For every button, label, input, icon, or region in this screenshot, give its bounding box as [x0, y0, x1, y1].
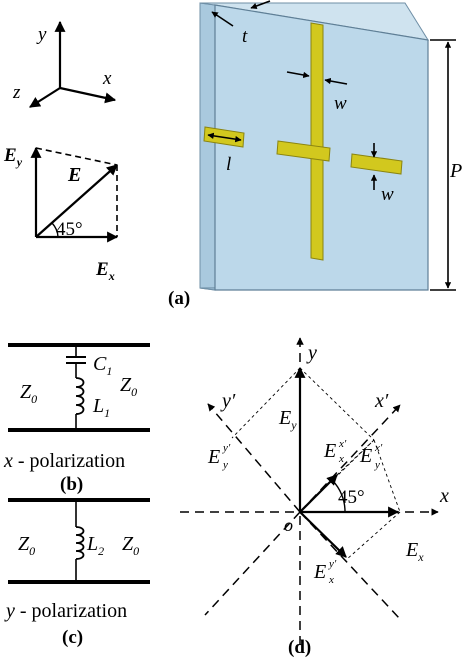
l-label: l — [226, 154, 231, 175]
vertical-strip — [310, 22, 324, 261]
d-eyyp-label: E y′ y — [207, 442, 231, 471]
d-angle-arc — [331, 479, 346, 513]
c-polarization: y - polarization — [4, 600, 127, 622]
d-x-label: x — [439, 485, 449, 507]
panel-c: Z0 L2 Z0 y - polarization (c) — [4, 498, 150, 648]
angle-label: 45° — [56, 219, 83, 240]
t-arrow-right — [250, 0, 271, 10]
caption-a: (a) — [168, 288, 190, 309]
inductor-coil-c — [75, 526, 85, 560]
b-c1: C1 — [93, 353, 112, 378]
d-ex-label: Ex — [405, 539, 424, 564]
svg-text:E: E — [207, 446, 220, 468]
bar-center — [276, 140, 331, 162]
w-top-arrow-left — [286, 71, 310, 79]
c-l-branch — [75, 500, 85, 582]
d-exxp-label: E x′ x — [323, 438, 347, 465]
e-label: E — [67, 164, 81, 186]
svg-text:x: x — [338, 453, 344, 465]
unit-cell-slab — [199, 2, 430, 291]
t-arrow-left — [211, 11, 234, 27]
svg-text:x′: x′ — [374, 442, 383, 454]
d-y-label: y — [306, 342, 317, 364]
d-yprime-label: y′ — [220, 390, 236, 412]
b-z0-left: Z0 — [20, 381, 37, 406]
z-axis-arrow — [29, 87, 61, 108]
ex-label: Ex — [95, 259, 115, 283]
coordinate-axes — [29, 20, 117, 108]
d-exxp-vector — [299, 474, 338, 513]
svg-text:E: E — [313, 561, 326, 583]
angle-arc — [51, 222, 59, 238]
d-vectors — [294, 366, 400, 558]
d-ey-label: Ey — [278, 407, 297, 432]
svg-text:x′: x′ — [338, 438, 347, 450]
svg-text:y: y — [374, 459, 380, 471]
x-axis-arrow — [59, 86, 117, 104]
inductor-coil-b — [75, 377, 85, 415]
svg-text:x: x — [328, 574, 334, 586]
b-lc-branch — [66, 345, 86, 430]
x-axis-label: x — [102, 68, 112, 89]
dashed-top — [35, 147, 118, 166]
d-exyp-vector — [299, 511, 347, 558]
w-top-arrow-right — [324, 77, 348, 85]
d-yprime-axis — [207, 403, 301, 513]
d-xprime-axis — [299, 404, 401, 513]
caption-d: (d) — [288, 637, 311, 658]
y-axis-label: y — [36, 24, 47, 45]
ey-label: Ey — [3, 145, 23, 169]
svg-text:E: E — [323, 440, 336, 462]
slab-left-edge — [199, 2, 216, 291]
b-l1: L1 — [92, 395, 110, 420]
b-z0-right: Z0 — [120, 374, 137, 399]
e-vector — [35, 164, 118, 238]
t-label: t — [242, 26, 248, 47]
c-z0-right: Z0 — [122, 533, 139, 558]
svg-text:E: E — [359, 445, 372, 467]
bar-right — [350, 153, 403, 175]
c-z0-left: Z0 — [18, 533, 35, 558]
z-axis-label: z — [12, 82, 21, 103]
caption-b: (b) — [60, 474, 83, 495]
panel-b: Z0 C1 Z0 L1 x - polarization (b) — [3, 343, 150, 495]
svg-text:y′: y′ — [328, 558, 337, 570]
w-right-label: w — [381, 184, 394, 205]
d-origin-label: o — [284, 515, 293, 535]
p-label: P — [449, 160, 462, 182]
b-polarization: x - polarization — [3, 450, 125, 472]
caption-c: (c) — [62, 627, 83, 648]
d-exyp-label: E y′ x — [313, 558, 337, 586]
svg-text:y′: y′ — [222, 442, 231, 454]
field-decomposition — [30, 146, 119, 243]
w-top-label: w — [334, 93, 347, 114]
panel-d: y x x′ y′ o 45° Ey Ex E y′ y E x′ x E x′… — [180, 337, 449, 658]
svg-text:y: y — [222, 459, 228, 471]
c-l2: L2 — [86, 533, 104, 558]
d-xprime-label: x′ — [374, 390, 389, 412]
d-angle-label: 45° — [338, 487, 365, 508]
l-arrow — [207, 132, 242, 143]
dimension-markers — [207, 0, 456, 291]
d-projections — [231, 367, 401, 561]
d-axes — [180, 337, 439, 645]
panel-a: y x z Ey E 45° Ex — [3, 0, 462, 309]
d-eyxp-label: E x′ y — [359, 442, 383, 471]
